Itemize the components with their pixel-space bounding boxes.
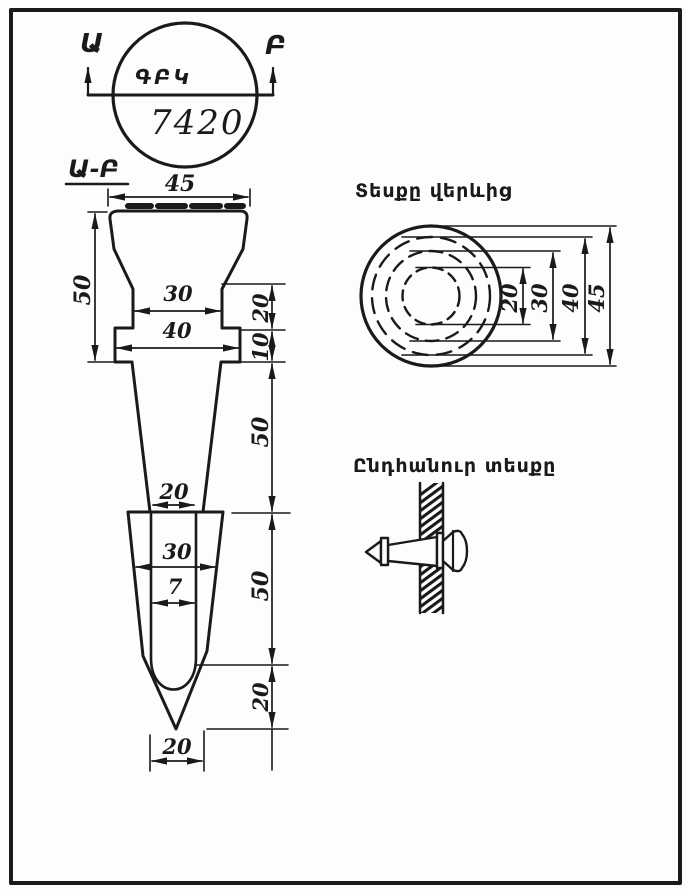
dim-label-tv-30: 30: [527, 283, 552, 313]
top-view-circle-40: [370, 235, 492, 357]
pin-body: [386, 535, 439, 568]
dim-label-flange-40: 40: [162, 318, 192, 343]
page-border: [9, 8, 682, 885]
dim-label-left-50: 50: [70, 274, 96, 305]
pin-pictogram: [364, 529, 469, 573]
stamp-mark-text: ԳԲԿ: [135, 65, 192, 89]
dim-label-right-tip-20: 20: [248, 682, 273, 713]
front-view: 45 50 30 40 20 10 50 50 20 20 30 7 20: [70, 171, 291, 772]
dim-label-right-20: 20: [248, 293, 273, 324]
pin-flange: [435, 531, 445, 570]
dim-label-neck-30: 30: [163, 281, 193, 306]
front-view-extension-lines: [87, 188, 291, 772]
dim-label-tv-45: 45: [584, 283, 609, 312]
pin-washer: [379, 536, 390, 567]
top-view-circle-30: [384, 249, 478, 343]
dim-label-tv-20: 20: [497, 283, 522, 314]
top-view: Տեսքը վերևից 20 30 40 45: [355, 180, 617, 368]
section-letter-a: Ա: [80, 29, 104, 59]
pin-tip: [364, 539, 383, 565]
top-view-title: Տեսքը վերևից: [355, 180, 512, 202]
dim-label-slot-7: 7: [168, 574, 183, 599]
top-view-outer-circle: [359, 224, 503, 368]
dim-label-top-45: 45: [165, 171, 196, 197]
dim-label-tv-40: 40: [558, 283, 583, 313]
dim-label-waist-20: 20: [158, 479, 189, 504]
general-view: Ընդհանուր տեսքը: [353, 455, 556, 615]
dim-label-right-10: 10: [248, 332, 273, 362]
stamp-number: 7420: [150, 103, 245, 143]
section-letter-b: Բ: [265, 31, 286, 61]
top-view-circle-20: [401, 266, 461, 326]
section-label: Ա-Բ: [68, 155, 119, 183]
dim-label-box-30: 30: [162, 539, 192, 564]
stamp-view: Ա Բ ԳԲԿ 7420 Ա-Բ: [64, 21, 286, 186]
dim-label-right-lower-50: 50: [248, 570, 274, 601]
pin-head: [441, 529, 469, 573]
general-view-title: Ընդհանուր տեսքը: [353, 455, 556, 477]
top-view-extension-lines: [401, 225, 617, 367]
front-view-outline: [108, 209, 249, 731]
dim-label-right-upper-50: 50: [248, 416, 274, 447]
dim-label-bottom-20: 20: [161, 734, 192, 759]
